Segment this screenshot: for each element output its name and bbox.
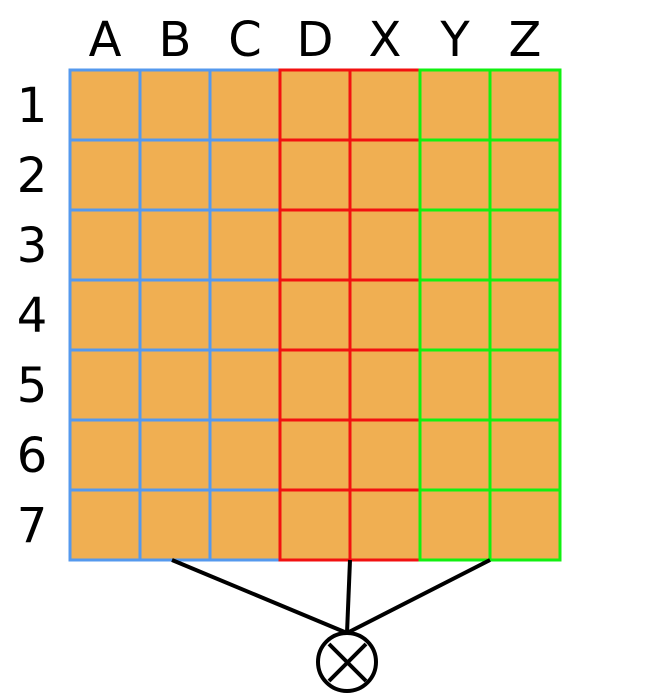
grid-cell-d7 — [280, 490, 350, 560]
grid-cell-x1 — [350, 70, 420, 140]
row-labels: 1 2 3 4 5 6 7 — [17, 78, 48, 554]
grid-cell-x3 — [350, 210, 420, 280]
grid-cell-b2 — [140, 140, 210, 210]
column-group-3 — [418, 68, 562, 562]
grid-cell-c1 — [210, 70, 280, 140]
column-label-c: C — [228, 12, 262, 68]
grid-cell-z5 — [490, 350, 560, 420]
grid-cell-a4 — [70, 280, 140, 350]
grid-cell-d1 — [280, 70, 350, 140]
grid-cell-d4 — [280, 280, 350, 350]
connector-line-group-2 — [345, 559, 352, 634]
grid-cell-y4 — [420, 280, 490, 350]
row-label-6: 6 — [17, 428, 48, 484]
grid-cell-c2 — [210, 140, 280, 210]
grid-cell-d6 — [280, 420, 350, 490]
grid-cell-a2 — [70, 140, 140, 210]
grid-cell-y6 — [420, 420, 490, 490]
grid-cell-a3 — [70, 210, 140, 280]
grid-cell-d3 — [280, 210, 350, 280]
row-label-7: 7 — [17, 498, 48, 554]
grid-cell-x5 — [350, 350, 420, 420]
circle-times-icon — [316, 631, 378, 693]
grid-cells — [70, 70, 560, 560]
column-label-x: X — [369, 12, 402, 68]
grid-cell-c5 — [210, 350, 280, 420]
column-label-a: A — [89, 12, 122, 68]
grid-cell-z4 — [490, 280, 560, 350]
grid-cell-c3 — [210, 210, 280, 280]
grid-cell-z2 — [490, 140, 560, 210]
grid-cell-z1 — [490, 70, 560, 140]
grid-cell-x7 — [350, 490, 420, 560]
grid-cell-b5 — [140, 350, 210, 420]
grid-cell-c7 — [210, 490, 280, 560]
grid-cell-y7 — [420, 490, 490, 560]
grid-cell-y3 — [420, 210, 490, 280]
grid-cell-y5 — [420, 350, 490, 420]
column-label-y: Y — [439, 12, 470, 68]
column-label-d: D — [297, 12, 334, 68]
grid-cell-b6 — [140, 420, 210, 490]
row-label-1: 1 — [17, 78, 48, 134]
grid-cell-c6 — [210, 420, 280, 490]
grid-cell-a5 — [70, 350, 140, 420]
grid-cell-b4 — [140, 280, 210, 350]
grid-cell-d5 — [280, 350, 350, 420]
column-label-z: Z — [509, 12, 542, 68]
grid-cell-z6 — [490, 420, 560, 490]
grid-cell-b1 — [140, 70, 210, 140]
row-label-3: 3 — [17, 218, 48, 274]
grid-cell-x2 — [350, 140, 420, 210]
grid-cell-b3 — [140, 210, 210, 280]
connector-line-group-1 — [171, 558, 348, 635]
column-label-b: B — [159, 12, 192, 68]
row-label-2: 2 — [17, 148, 48, 204]
grid-cell-a7 — [70, 490, 140, 560]
grid-cell-x4 — [350, 280, 420, 350]
grid-cell-x6 — [350, 420, 420, 490]
connector-lines — [171, 558, 491, 635]
grid-cell-a6 — [70, 420, 140, 490]
grid-cell-b7 — [140, 490, 210, 560]
grid-cell-a1 — [70, 70, 140, 140]
grid-cell-c4 — [210, 280, 280, 350]
grid-cell-z3 — [490, 210, 560, 280]
row-label-4: 4 — [17, 288, 48, 344]
grid-cell-y2 — [420, 140, 490, 210]
row-label-5: 5 — [17, 358, 48, 414]
grid-cell-y1 — [420, 70, 490, 140]
connector-line-group-3 — [346, 558, 491, 635]
grid-cell-d2 — [280, 140, 350, 210]
grid-cell-z7 — [490, 490, 560, 560]
